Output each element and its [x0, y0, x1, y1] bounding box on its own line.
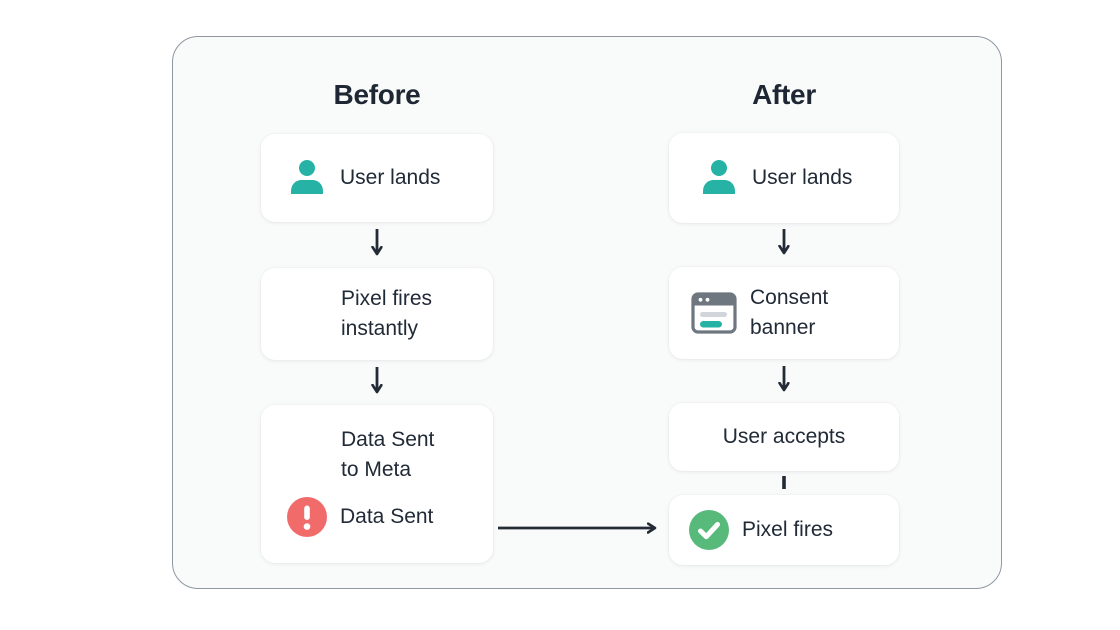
browser-icon — [691, 292, 737, 334]
before-step-data-sent: Data Sent to Meta Data Sent — [261, 405, 493, 563]
alert-icon — [287, 497, 327, 537]
user-icon — [703, 160, 735, 194]
step-label: User lands — [340, 166, 441, 189]
user-icon — [291, 160, 323, 194]
before-step-user-lands: User lands — [261, 134, 493, 222]
after-column-title: After — [752, 79, 816, 110]
step-heading: Data Sent to Meta — [341, 428, 435, 481]
step-label: Pixel fires instantly — [341, 287, 433, 340]
step-label: User lands — [752, 166, 853, 189]
status-label: Data Sent — [340, 505, 434, 528]
after-step-consent-banner: Consent banner — [669, 267, 899, 359]
before-after-flow-panel: Before After User lands Pixel fires inst… — [172, 36, 1002, 589]
step-label: Consent banner — [750, 286, 829, 339]
step-label: User accepts — [722, 425, 846, 448]
after-step-pixel-fires: Pixel fires — [669, 495, 899, 565]
check-icon — [689, 510, 729, 550]
before-step-pixel-fires-instantly: Pixel fires instantly — [261, 268, 493, 360]
before-column-title: Before — [333, 79, 421, 110]
after-step-user-accepts: User accepts — [669, 403, 899, 471]
step-label: Pixel fires — [742, 518, 834, 541]
after-step-user-lands: User lands — [669, 133, 899, 223]
